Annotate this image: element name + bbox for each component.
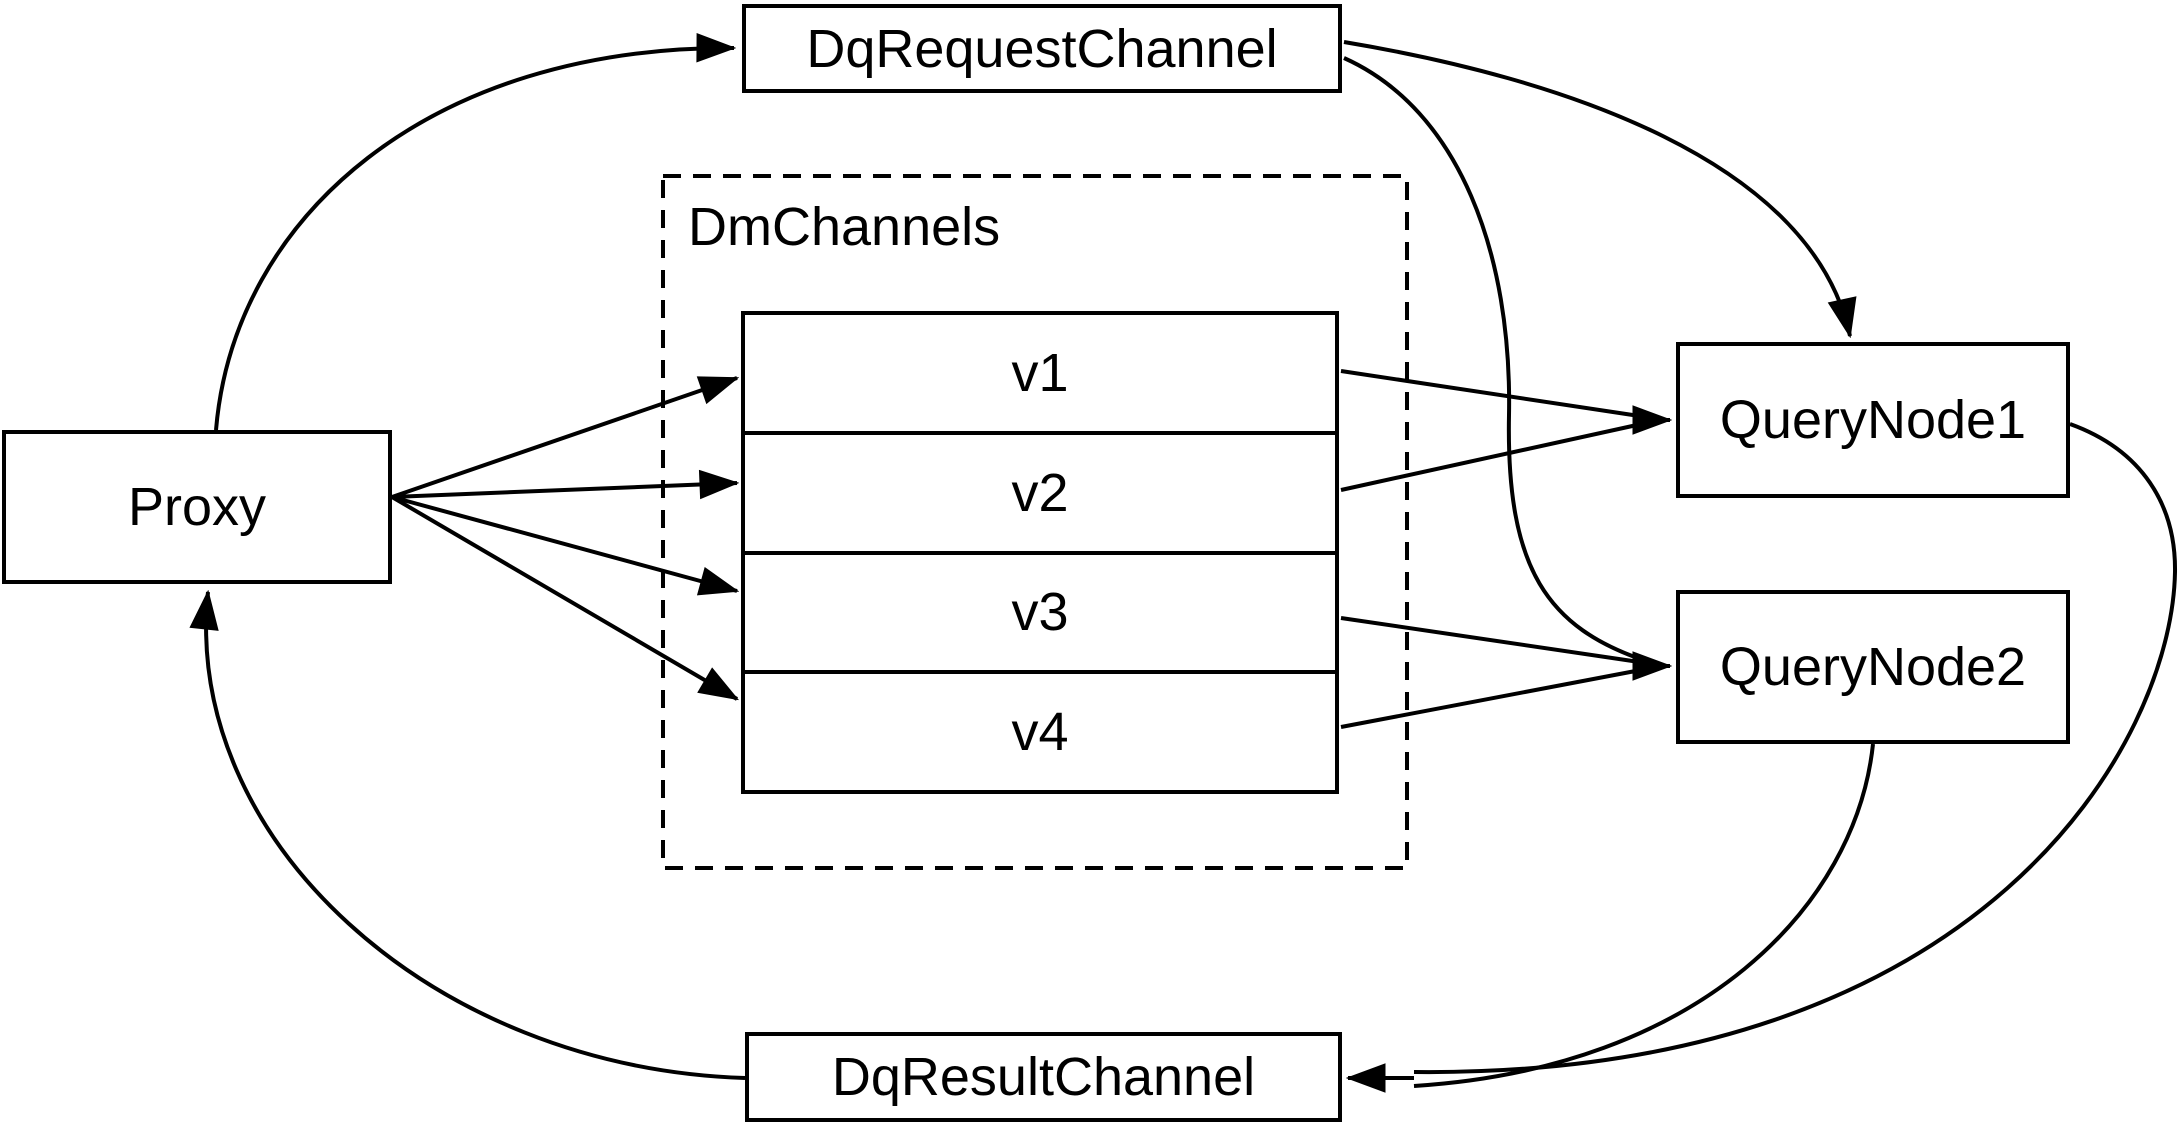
channel-row-v2: v2 bbox=[745, 430, 1335, 551]
node-querynode2: QueryNode2 bbox=[1676, 590, 2070, 744]
edge-dqresultchannel-to-proxy bbox=[206, 592, 746, 1080]
dmchannels-stack: v1 v2 v3 v4 bbox=[741, 311, 1339, 794]
channel-row-v3: v3 bbox=[745, 550, 1335, 671]
edge-proxy-to-v1 bbox=[391, 376, 737, 499]
channel-row-v2-label: v2 bbox=[1011, 462, 1069, 523]
edge-v3-to-querynode2 bbox=[1340, 616, 1647, 665]
edge-proxy-to-dqrequestchannel bbox=[214, 48, 734, 431]
edge-v1-to-querynode1 bbox=[1340, 369, 1647, 419]
node-querynode1-label: QueryNode1 bbox=[1719, 390, 2027, 450]
edge-v4-to-querynode2 bbox=[1340, 667, 1647, 729]
dmchannels-group-border bbox=[661, 174, 1409, 870]
edge-v2-to-querynode1 bbox=[1340, 421, 1647, 492]
channel-row-v1-label: v1 bbox=[1011, 342, 1069, 403]
node-querynode1: QueryNode1 bbox=[1676, 342, 2070, 498]
edge-querynode1-to-dqresultchannel bbox=[1413, 422, 2178, 1075]
channel-row-v4: v4 bbox=[745, 670, 1335, 790]
channel-row-v1: v1 bbox=[745, 315, 1335, 431]
node-dqrequestchannel-label: DqRequestChannel bbox=[806, 18, 1278, 79]
channel-row-v4-label: v4 bbox=[1011, 702, 1069, 763]
edge-querynode2-to-dqresultchannel bbox=[1413, 743, 1875, 1088]
node-dqresultchannel-label: DqResultChannel bbox=[831, 1047, 1256, 1107]
node-dqresultchannel: DqResultChannel bbox=[745, 1032, 1342, 1122]
edge-dqrequestchannel-to-querynode2 bbox=[1343, 56, 1647, 663]
edge-proxy-to-v3 bbox=[391, 495, 737, 591]
node-proxy-label: Proxy bbox=[127, 477, 267, 537]
node-proxy: Proxy bbox=[2, 430, 392, 584]
edge-proxy-to-v4 bbox=[390, 495, 737, 701]
channel-row-v3-label: v3 bbox=[1011, 582, 1069, 643]
dmchannels-group-label: DmChannels bbox=[688, 197, 1001, 257]
node-querynode2-label: QueryNode2 bbox=[1719, 637, 2027, 697]
edge-dqrequestchannel-to-querynode1 bbox=[1343, 40, 1850, 336]
edge-proxy-to-v2 bbox=[391, 483, 737, 497]
node-dqrequestchannel: DqRequestChannel bbox=[742, 4, 1342, 93]
